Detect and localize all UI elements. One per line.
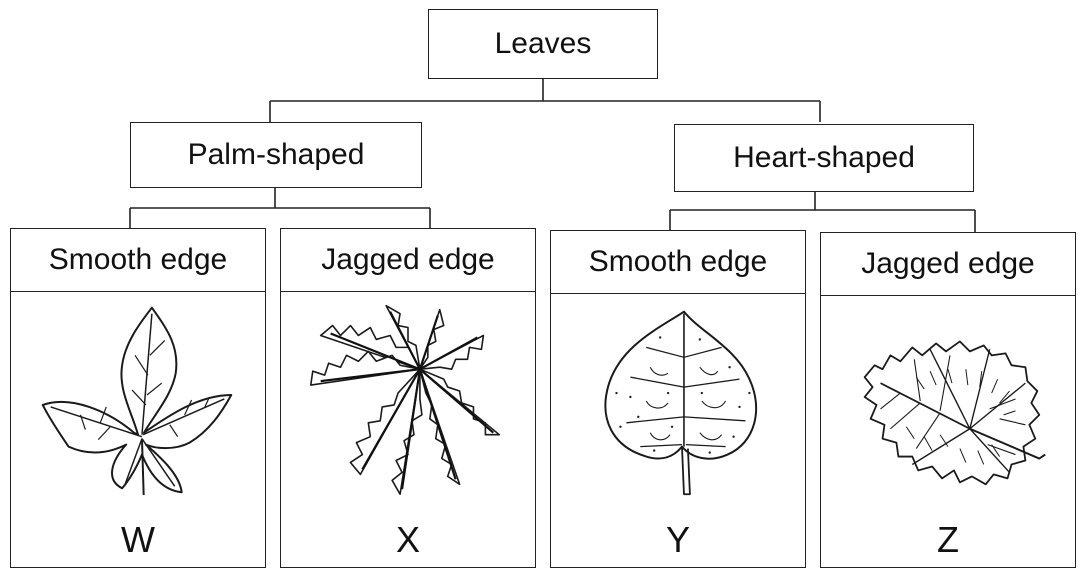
group-node-heart-shaped: Heart-shaped [674, 124, 974, 192]
root-node-leaves: Leaves [428, 9, 658, 79]
heart-smooth-leaf-icon [551, 297, 805, 497]
panel-heading: Smooth edge [11, 229, 265, 292]
heart-jagged-leaf-icon [821, 299, 1075, 499]
panel-heading: Smooth edge [551, 231, 805, 294]
panel-letter: Z [821, 519, 1075, 561]
leaf-panel-z: Jagged edge Z [820, 232, 1076, 568]
root-label: Leaves [495, 29, 592, 59]
leaf-panel-y: Smooth edge [550, 230, 806, 568]
panel-letter: Y [551, 519, 805, 561]
palm-smooth-leaf-icon [11, 295, 265, 495]
group-label: Palm-shaped [188, 140, 365, 170]
group-label: Heart-shaped [733, 143, 915, 173]
leaf-panel-x: Jagged edge [280, 228, 536, 568]
panel-heading: Jagged edge [821, 233, 1075, 296]
panel-heading: Jagged edge [281, 229, 535, 292]
panel-letter: X [281, 519, 535, 561]
leaf-panel-w: Smooth edge W [10, 228, 266, 568]
panel-letter: W [11, 519, 265, 561]
group-node-palm-shaped: Palm-shaped [130, 122, 422, 188]
palm-jagged-leaf-icon [281, 295, 535, 495]
